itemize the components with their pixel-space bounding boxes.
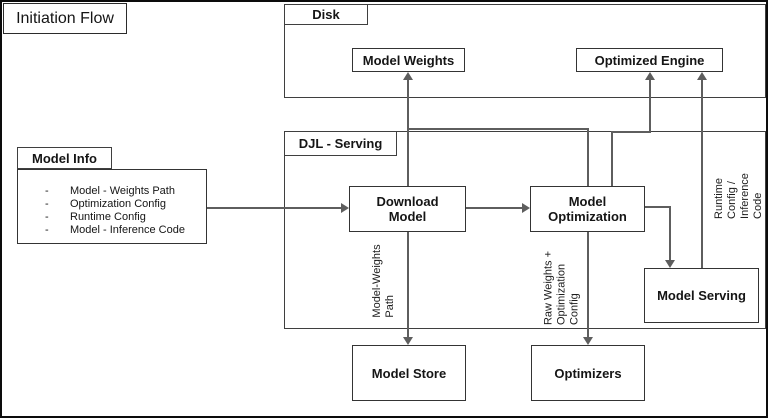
model-info-label: Model Info [32,150,97,166]
model-info-item: - Runtime Config [18,211,206,224]
edge-model-optimization-to-optimized-engine-horizontal [611,131,651,133]
node-model-optimization: Model Optimization [530,186,645,232]
model-info-item-text: Runtime Config [70,211,146,223]
model-info-tab: Model Info [17,147,112,169]
edge-model-optimization-to-optimized-engine-vertical [649,79,651,133]
model-info-item-text: Model - Weights Path [70,185,175,197]
arrowhead-into-download-model [341,203,349,213]
edge-model-optimization-to-model-serving-vertical [669,206,671,260]
edge-download-model-to-model-weights [407,79,409,186]
edge-model-optimization-to-optimizers [587,232,589,338]
model-info-item-text: Model - Inference Code [70,224,185,236]
edge-label-runtime-config-inference-code: Runtime Config / Inference Code [713,173,764,219]
diagram-title-box: Initiation Flow [3,3,127,34]
node-download-model-label: Download Model [376,194,439,224]
node-model-serving: Model Serving [644,268,759,323]
edge-model-optimization-to-optimized-engine-stub [611,131,613,186]
bullet-dash: - [45,198,49,210]
node-model-store: Model Store [352,345,466,401]
edge-model-info-to-download-model [207,207,344,209]
edge-download-model-to-model-store [407,232,409,338]
bullet-dash: - [45,211,49,223]
diagram-title: Initiation Flow [16,9,114,27]
model-info-item-text: Optimization Config [70,198,166,210]
node-optimizers-label: Optimizers [554,365,622,381]
node-model-weights: Model Weights [352,48,465,72]
node-model-optimization-label: Model Optimization [548,194,627,224]
djl-serving-container-label: DJL - Serving [298,136,383,151]
model-info-item: - Model - Inference Code [18,224,206,237]
djl-serving-container-tab: DJL - Serving [284,131,397,156]
node-optimizers: Optimizers [531,345,645,401]
edge-download-model-to-model-optimization [466,207,524,209]
node-optimized-engine-label: Optimized Engine [594,52,705,68]
node-optimized-engine: Optimized Engine [576,48,723,72]
edge-model-optimization-to-model-weights-vertical [587,128,589,186]
disk-container-label: Disk [312,7,340,22]
edge-model-optimization-to-model-serving-horizontal [645,206,671,208]
arrowhead-into-optimized-engine-left [645,72,655,80]
arrowhead-into-model-store [403,337,413,345]
edge-model-optimization-to-model-weights-horizontal [407,128,589,130]
arrowhead-into-model-weights [403,72,413,80]
edge-label-model-weights-path: Model-Weights Path [371,244,396,318]
node-model-serving-label: Model Serving [657,288,746,303]
arrowhead-into-optimized-engine-right [697,72,707,80]
node-download-model: Download Model [349,186,466,232]
bullet-dash: - [45,185,49,197]
bullet-dash: - [45,224,49,236]
arrowhead-into-model-optimization [522,203,530,213]
disk-container-tab: Disk [284,4,368,25]
arrowhead-into-model-serving [665,260,675,268]
edge-model-serving-to-optimized-engine [701,79,703,268]
edge-label-raw-weights-optimization-config: Raw Weights + Optimization Config [542,250,581,326]
arrowhead-into-optimizers [583,337,593,345]
model-info-item: - Model - Weights Path [18,185,206,198]
node-model-store-label: Model Store [371,365,447,381]
model-info-item: - Optimization Config [18,198,206,211]
node-model-weights-label: Model Weights [362,52,455,68]
model-info-body: - Model - Weights Path - Optimization Co… [17,169,207,244]
